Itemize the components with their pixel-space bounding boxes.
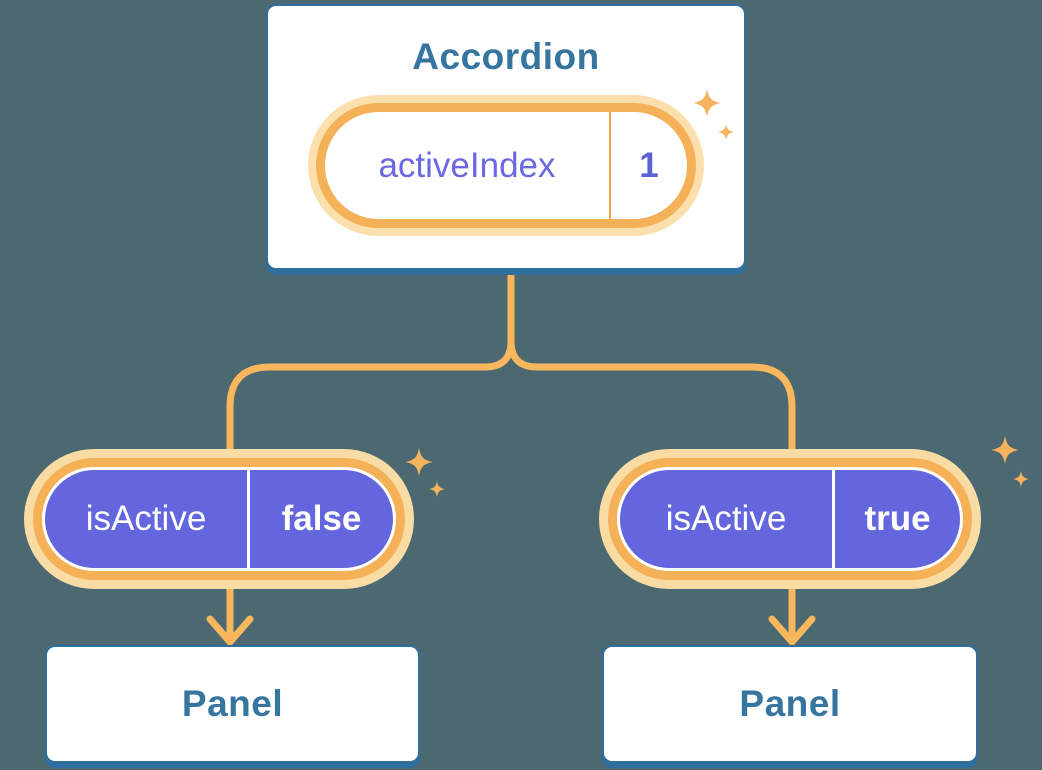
connector-left-branch bbox=[226, 268, 515, 642]
accordion-card: Accordion activeIndex 1 bbox=[266, 4, 746, 270]
arrowhead-down-icon bbox=[768, 615, 816, 646]
prop-pill-name: isActive bbox=[85, 499, 207, 538]
panel-card-left: Panel bbox=[45, 645, 420, 763]
prop-pill-value: true bbox=[864, 499, 931, 538]
sparkle-icon bbox=[991, 436, 1019, 464]
sparkle-icon bbox=[1013, 471, 1029, 487]
sparkle-icon bbox=[405, 448, 433, 476]
accordion-title: Accordion bbox=[412, 36, 600, 77]
prop-pill-value: false bbox=[281, 499, 362, 538]
state-pill-name: activeIndex bbox=[378, 145, 556, 185]
state-pill-value: 1 bbox=[639, 145, 659, 185]
prop-pill-divider bbox=[832, 470, 835, 568]
prop-pill-isactive-left: isActive false bbox=[42, 467, 396, 571]
sparkle-icon bbox=[429, 481, 445, 497]
panel-title: Panel bbox=[181, 683, 284, 724]
arrowhead-down-icon bbox=[206, 615, 254, 646]
prop-pill-isactive-right: isActive true bbox=[617, 467, 963, 571]
panel-title: Panel bbox=[739, 683, 841, 724]
state-pill-activeindex: activeIndex 1 bbox=[316, 103, 696, 228]
state-pill-divider bbox=[609, 112, 611, 219]
connector-right-branch bbox=[507, 268, 796, 642]
panel-card-right: Panel bbox=[602, 645, 978, 763]
prop-pill-name: isActive bbox=[665, 499, 787, 538]
